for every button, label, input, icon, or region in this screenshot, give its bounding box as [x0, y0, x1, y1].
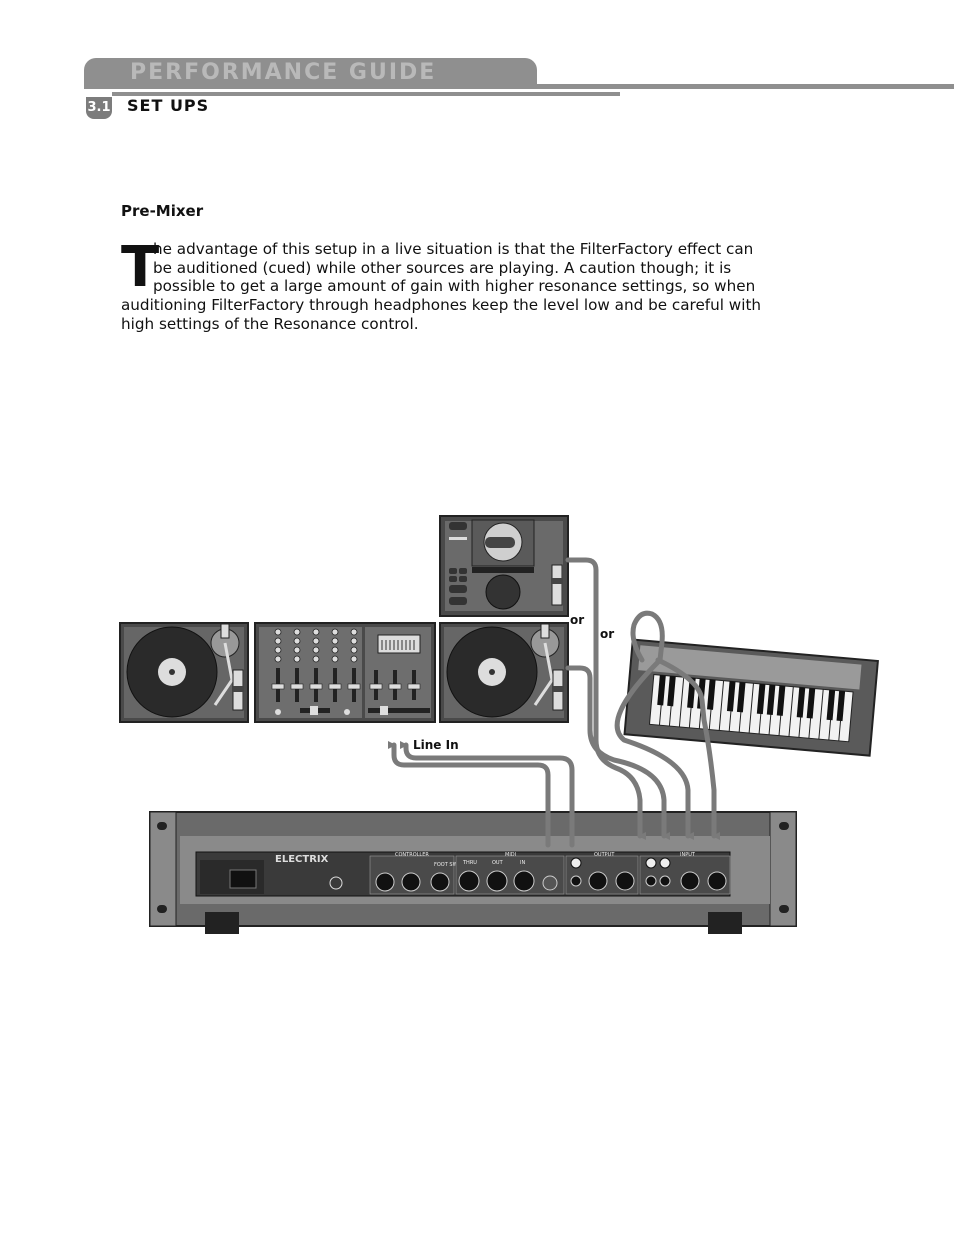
cables — [388, 557, 720, 848]
paragraph-line: he advantage of this setup in a live sit… — [153, 240, 754, 258]
paragraph-line: high settings of the Resonance control. — [121, 315, 419, 333]
dj-mixer — [254, 622, 436, 723]
subsection-title: Pre-Mixer — [121, 202, 204, 220]
foot-switch-label: FOOT SWITCH — [434, 862, 469, 868]
input-label: INPUT — [680, 852, 696, 858]
header-tab — [84, 58, 537, 86]
turntable-left — [119, 622, 249, 723]
or-label: or — [570, 613, 584, 627]
section-number-badge: 3.1 — [86, 97, 112, 119]
paragraph-line: possible to get a large amount of gain w… — [153, 277, 756, 295]
paragraph-line: be auditioned (cued) while other sources… — [153, 259, 732, 277]
header-subrule — [112, 92, 620, 96]
midi-thru-label: THRU — [462, 860, 477, 866]
controller-label: CONTROLLER — [395, 852, 429, 858]
or-label: or — [600, 627, 614, 641]
setup-diagram: ELECTRIX CONTROLLER FOOT SWITCH MIDI THR… — [119, 515, 879, 934]
section-title: SET UPS — [127, 96, 210, 115]
midi-in-label: IN — [520, 860, 525, 866]
header-rule — [84, 84, 954, 89]
brand-logo: ELECTRIX — [275, 854, 329, 865]
midi-label: MIDI — [505, 852, 516, 858]
cd-player — [439, 515, 569, 617]
page-title: PERFORMANCE GUIDE — [130, 60, 437, 85]
line-in-label: Line In — [413, 738, 459, 752]
filterfactory-rack-unit: ELECTRIX CONTROLLER FOOT SWITCH MIDI THR… — [149, 811, 797, 934]
paragraph-line: auditioning FilterFactory through headph… — [121, 296, 762, 314]
output-label: OUTPUT — [594, 852, 615, 858]
turntable-right — [439, 622, 569, 723]
midi-out-label: OUT — [492, 860, 504, 866]
drop-cap: T — [121, 235, 160, 300]
